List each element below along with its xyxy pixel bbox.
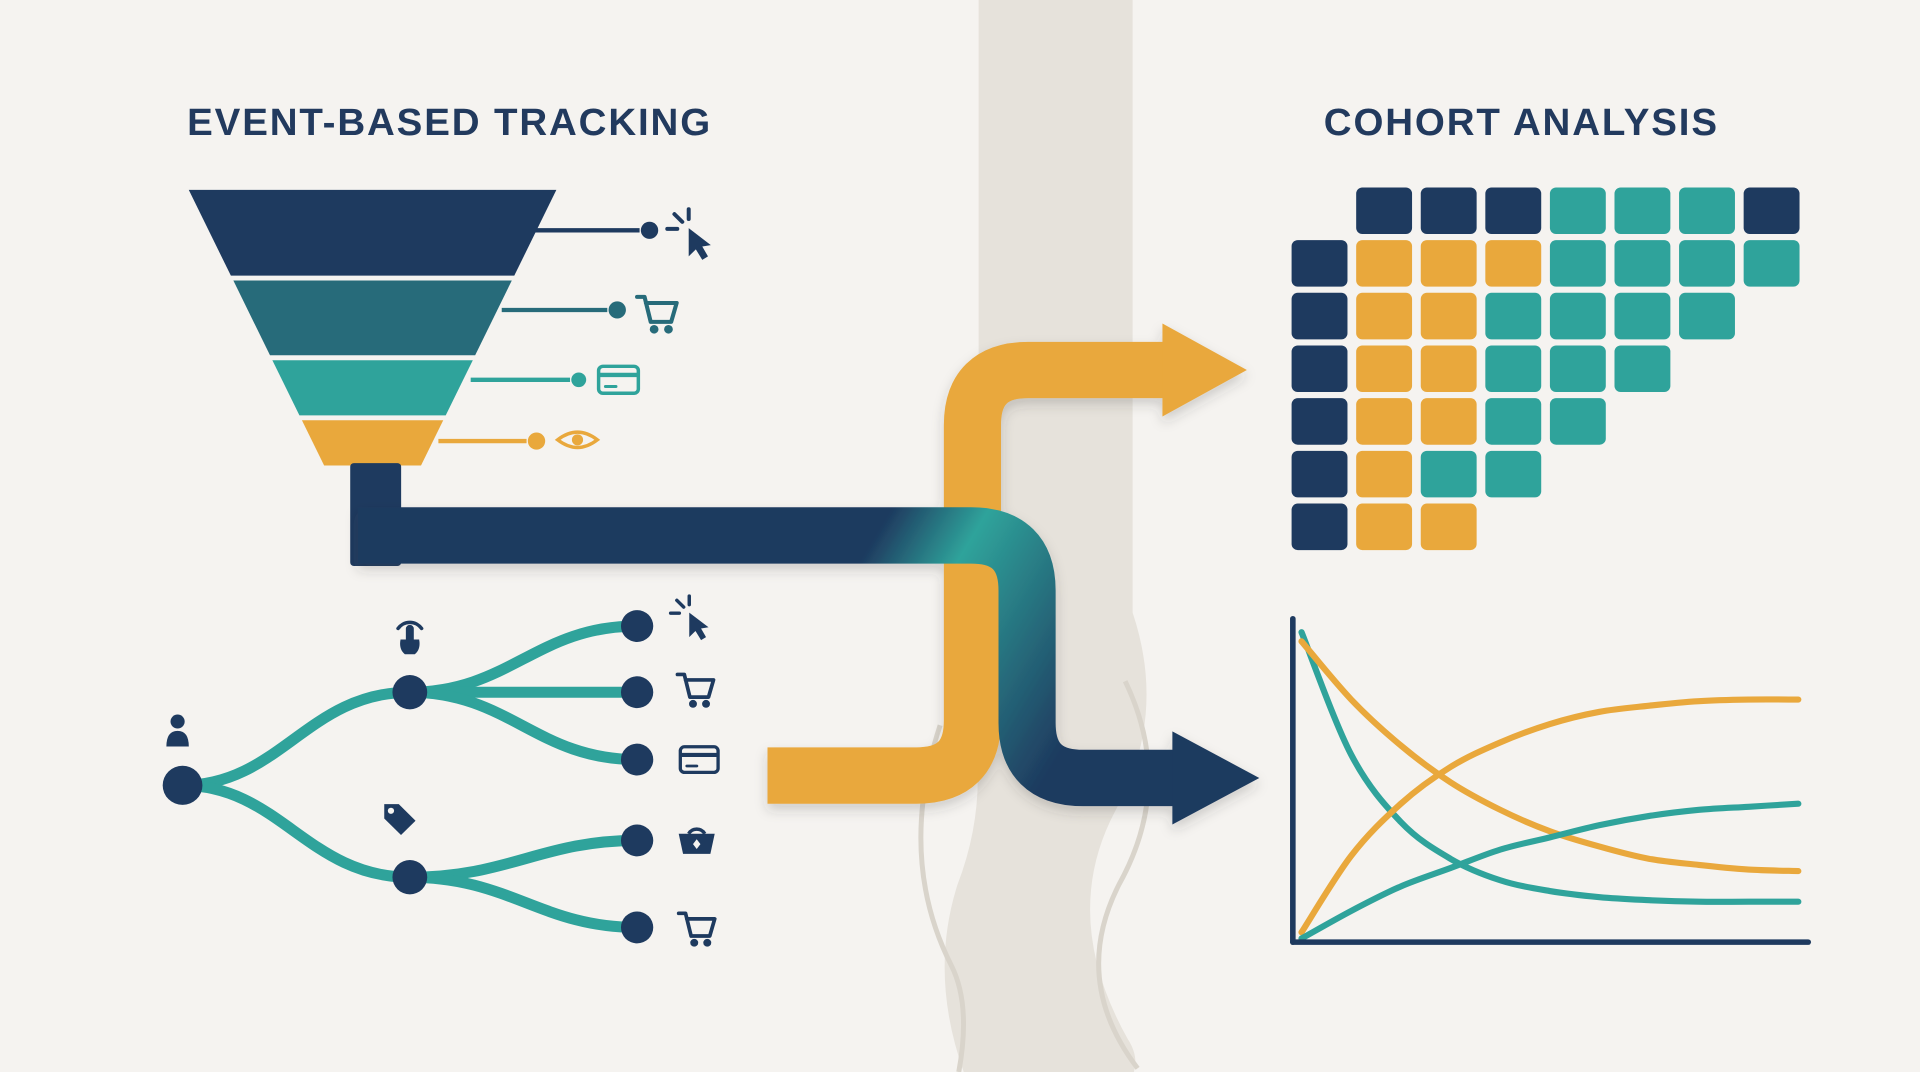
- cohort-cell-r2c2: [1420, 292, 1477, 340]
- tree-link: [176, 686, 416, 791]
- tree-leaf-node-1: [620, 610, 654, 642]
- tree-leaf-node-5: [620, 911, 654, 944]
- cohort-cell-r3c5: [1614, 345, 1671, 393]
- shopping-cart-icon: [676, 911, 717, 947]
- tree-icons: [166, 594, 720, 947]
- callout-dot: [571, 372, 587, 388]
- chart-line-slow-growth: [1298, 800, 1802, 942]
- navy-flow-ribbon: [357, 507, 1175, 807]
- cohort-cell-r2c0: [1291, 292, 1348, 340]
- chart-line-slow-decay: [1298, 638, 1802, 875]
- orange-arrowhead: [1162, 323, 1247, 417]
- cohort-cell-r1c6: [1679, 240, 1735, 287]
- cohort-cell-r0c7: [1743, 187, 1800, 235]
- credit-card-icon: [596, 364, 641, 395]
- cohort-cell-r4c1: [1356, 398, 1413, 445]
- cohort-cell-r2c3: [1485, 292, 1542, 340]
- tree-root-node: [162, 765, 203, 805]
- cohort-cell-r6c1: [1356, 503, 1413, 551]
- cursor-click-icon: [665, 207, 711, 260]
- shopping-cart-icon: [675, 672, 716, 708]
- cohort-cell-r0c2: [1420, 187, 1477, 235]
- cohort-cell-r2c1: [1356, 292, 1413, 340]
- tree-link: [176, 779, 416, 883]
- cursor-click-icon: [668, 594, 709, 641]
- retention-chart: [1290, 615, 1812, 945]
- callout-dot: [640, 221, 659, 239]
- flow-ribbons: [357, 323, 1260, 825]
- callout-dot: [527, 432, 546, 450]
- cohort-cell-r0c5: [1614, 187, 1671, 235]
- event-tree: [162, 594, 720, 947]
- tree-leaf-node-4: [620, 824, 654, 857]
- cohort-grid: [1291, 187, 1800, 551]
- funnel-segment-1: [188, 189, 557, 276]
- cohort-cell-r4c3: [1485, 398, 1542, 445]
- cohort-cell-r6c2: [1420, 503, 1477, 551]
- cohort-cell-r3c4: [1549, 345, 1606, 393]
- tree-branch-node-1: [392, 675, 428, 710]
- cohort-cell-r3c2: [1420, 345, 1477, 393]
- cohort-cell-r4c2: [1420, 398, 1477, 445]
- navy-arrowhead: [1172, 731, 1260, 825]
- orange-flow-ribbon: [767, 341, 1165, 804]
- tree-leaf-node-3: [620, 743, 654, 776]
- cohort-cell-r0c1: [1356, 187, 1413, 235]
- funnel-segment-2: [233, 280, 512, 356]
- tag-icon: [384, 804, 416, 836]
- cohort-cell-r5c3: [1485, 450, 1542, 498]
- cohort-cell-r0c6: [1679, 187, 1735, 235]
- tree-link: [404, 686, 643, 766]
- callout-dot: [608, 301, 626, 319]
- cohort-cell-r1c4: [1549, 240, 1606, 287]
- tree-branch-node-2: [392, 860, 428, 895]
- band-fold-line-right: [1096, 680, 1152, 1070]
- funnel-callouts: [438, 207, 711, 450]
- person-icon: [166, 714, 189, 747]
- cohort-cell-r5c0: [1291, 450, 1348, 498]
- tap-icon: [396, 620, 424, 655]
- cohort-cell-r0c3: [1485, 187, 1542, 235]
- eye-icon: [554, 430, 601, 450]
- cohort-cell-r4c0: [1291, 398, 1348, 445]
- funnel-segment-4: [301, 420, 444, 466]
- cohort-cell-r5c2: [1420, 450, 1477, 498]
- cohort-cell-r6c0: [1291, 503, 1348, 551]
- funnel-segment-3: [272, 360, 473, 416]
- cohort-cell-r1c7: [1743, 240, 1800, 287]
- left-section-title: EVENT-BASED TRACKING: [187, 101, 712, 144]
- cohort-cell-r1c0: [1291, 240, 1348, 287]
- basket-icon: [678, 827, 715, 854]
- cohort-cell-r3c1: [1356, 345, 1413, 393]
- cohort-cell-r2c4: [1549, 292, 1606, 340]
- cohort-cell-r4c4: [1549, 398, 1606, 445]
- cohort-cell-r0c4: [1549, 187, 1606, 235]
- shopping-cart-icon: [634, 294, 679, 334]
- cohort-cell-r1c2: [1420, 240, 1477, 287]
- cohort-cell-r3c0: [1291, 345, 1348, 393]
- credit-card-icon: [678, 745, 720, 775]
- chart-lines: [1298, 629, 1802, 942]
- tree-leaf-node-2: [620, 676, 654, 709]
- chart-line-steep-decay: [1298, 629, 1802, 905]
- cohort-cell-r1c1: [1356, 240, 1413, 287]
- cohort-cell-r1c5: [1614, 240, 1671, 287]
- right-section-title: COHORT ANALYSIS: [1324, 101, 1719, 144]
- cohort-cell-r5c1: [1356, 450, 1413, 498]
- cohort-cell-r2c6: [1679, 292, 1735, 340]
- cohort-cell-r1c3: [1485, 240, 1542, 287]
- chart-line-fast-growth: [1298, 696, 1802, 936]
- tree-link: [404, 871, 643, 933]
- cohort-cell-r3c3: [1485, 345, 1542, 393]
- cohort-cell-r2c5: [1614, 292, 1671, 340]
